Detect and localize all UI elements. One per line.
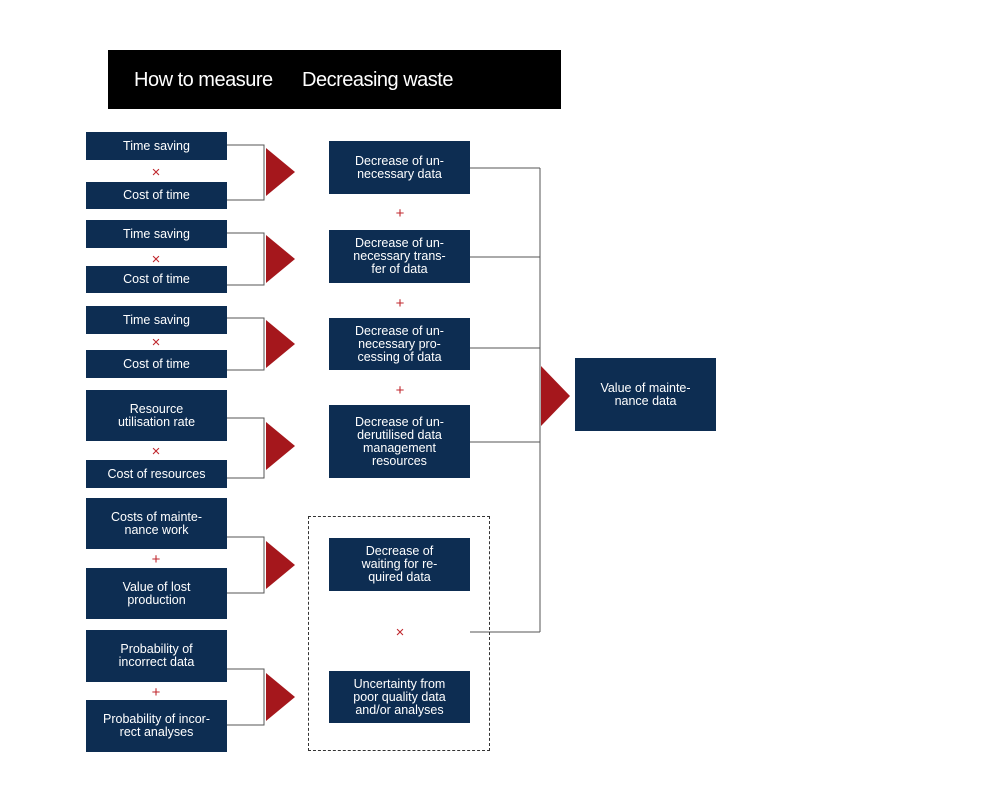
measure-5-operator: + xyxy=(151,551,161,568)
arrow-3 xyxy=(266,320,295,368)
measure-2-operator: × xyxy=(151,251,161,268)
measure-2-top: Time saving xyxy=(86,220,227,248)
measure-4-bottom: Cost of resources xyxy=(86,460,227,488)
measure-3-bottom: Cost of time xyxy=(86,350,227,378)
waste-unnecessary-transfer: Decrease of un- necessary trans- fer of … xyxy=(329,230,470,283)
measure-4-top: Resource utilisation rate xyxy=(86,390,227,441)
measure-6-bottom: Probability of incor- rect analyses xyxy=(86,700,227,752)
measure-6-operator: + xyxy=(151,684,161,701)
arrow-5 xyxy=(266,541,295,589)
waste-uncertainty-poor-quality: Uncertainty from poor quality data and/o… xyxy=(329,671,470,723)
measure-5-top: Costs of mainte- nance work xyxy=(86,498,227,549)
header-bar: How to measure Decreasing waste xyxy=(108,50,561,109)
result-value-of-maintenance-data: Value of mainte- nance data xyxy=(575,358,716,431)
measure-3-top: Time saving xyxy=(86,306,227,334)
arrow-1 xyxy=(266,148,295,196)
measure-5-bottom: Value of lost production xyxy=(86,568,227,619)
waste-unnecessary-data: Decrease of un- necessary data xyxy=(329,141,470,194)
header-how-to-measure: How to measure xyxy=(134,69,273,91)
measure-1-operator: × xyxy=(151,164,161,181)
waste-waiting-for-data: Decrease of waiting for re- quired data xyxy=(329,538,470,591)
measure-1-bottom: Cost of time xyxy=(86,182,227,209)
measure-2-bottom: Cost of time xyxy=(86,266,227,293)
header-decreasing-waste: Decreasing waste xyxy=(302,69,453,91)
waste-operator-1: + xyxy=(395,205,405,222)
waste-unnecessary-processing: Decrease of un- necessary pro- cessing o… xyxy=(329,318,470,370)
measure-4-operator: × xyxy=(151,443,161,460)
waste-underutilised-resources: Decrease of un- derutilised data managem… xyxy=(329,405,470,478)
measure-1-top: Time saving xyxy=(86,132,227,160)
measure-3-operator: × xyxy=(151,334,161,351)
arrow-2 xyxy=(266,235,295,283)
measure-6-top: Probability of incorrect data xyxy=(86,630,227,682)
arrow-result xyxy=(541,366,570,426)
waste-operator-3: + xyxy=(395,382,405,399)
waste-operator-2: + xyxy=(395,295,405,312)
arrow-4 xyxy=(266,422,295,470)
dashed-group-box xyxy=(308,516,490,751)
arrow-6 xyxy=(266,673,295,721)
waste-operator-4: × xyxy=(395,624,405,641)
